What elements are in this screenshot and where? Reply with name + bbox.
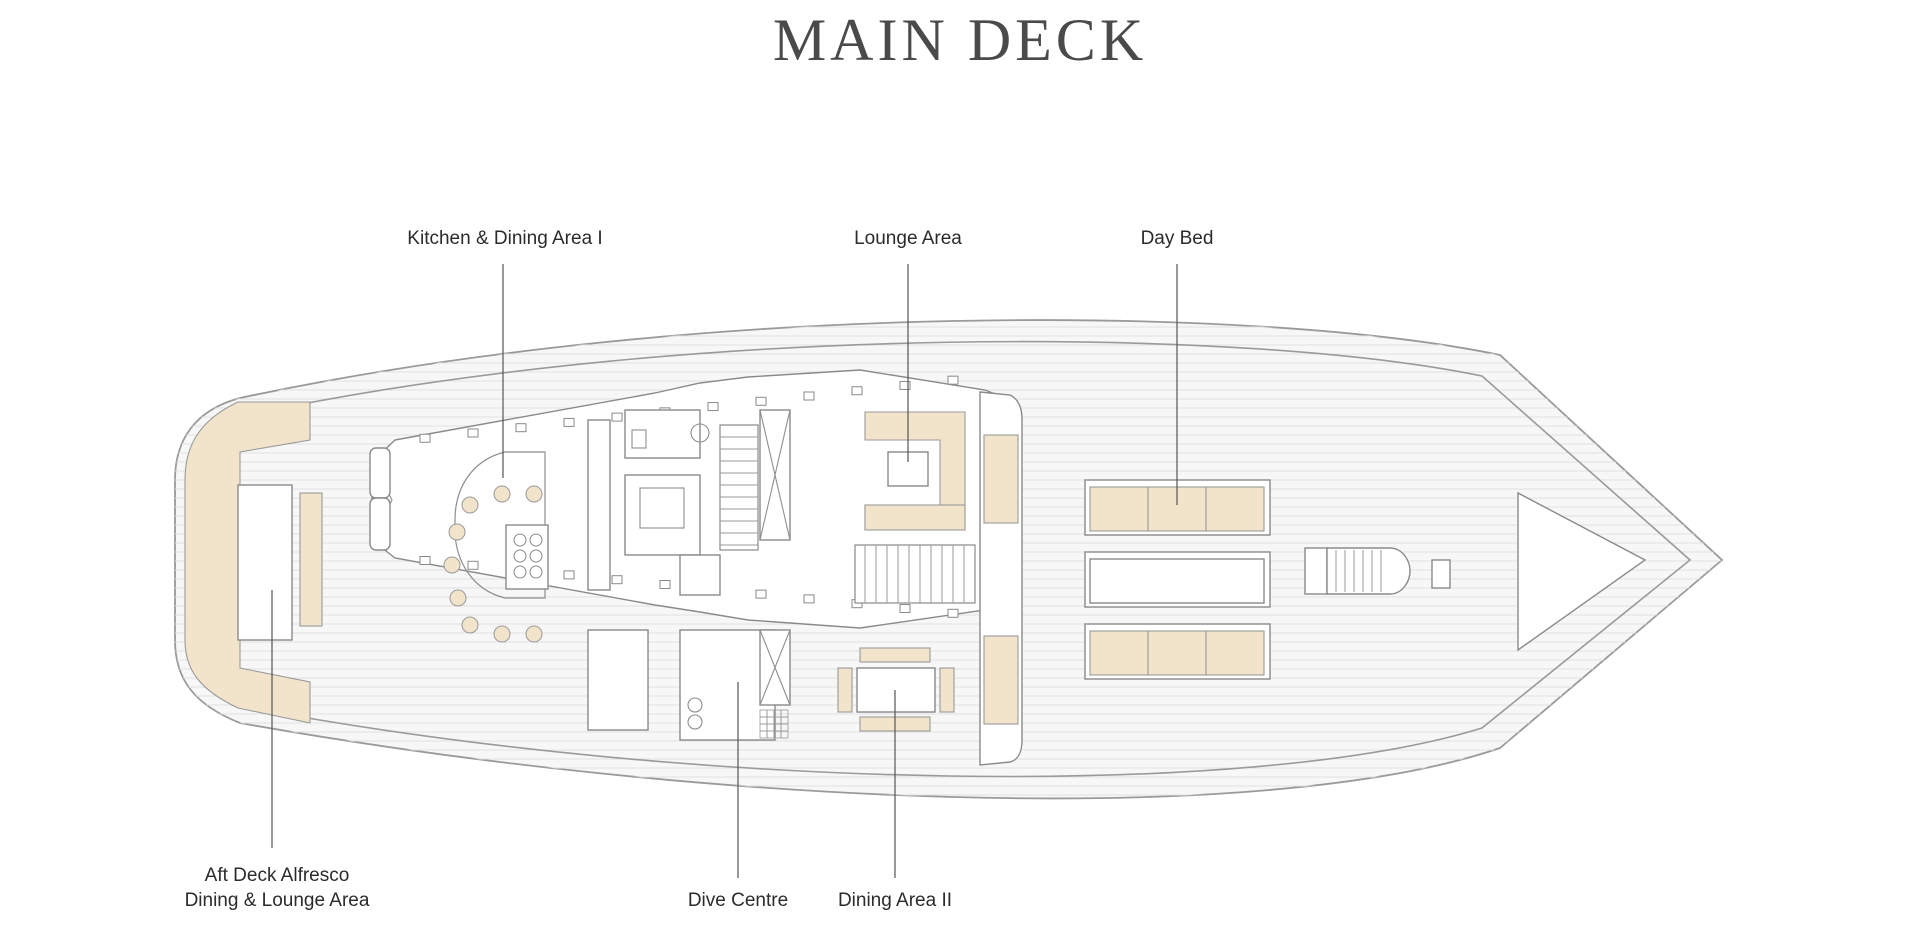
aft-bench <box>299 492 323 627</box>
aft-curved-sofa <box>184 401 311 724</box>
storage-grid <box>759 709 789 739</box>
label-aft-deck-line1: Aft Deck Alfresco <box>204 865 350 886</box>
label-aft-deck-line2: Dining & Lounge Area <box>184 890 370 911</box>
dive-centre-room <box>679 629 776 741</box>
label-lounge: Lounge Area <box>854 228 962 249</box>
kitchen-stools <box>443 485 543 643</box>
foredeck-hatch <box>1304 547 1451 595</box>
stairs-forward <box>719 424 759 551</box>
bow-hatch <box>1517 491 1647 652</box>
page-title: MAIN DECK <box>772 7 1148 73</box>
aft-table <box>237 484 293 641</box>
kitchen-dining-area-1 <box>443 451 549 643</box>
interior-rooms <box>587 409 791 741</box>
label-day-bed: Day Bed <box>1140 228 1214 249</box>
day-beds <box>1084 479 1271 680</box>
dining-area-2 <box>837 647 955 732</box>
label-dining-area-2: Dining Area II <box>837 890 953 911</box>
main-staircase <box>854 544 976 604</box>
forward-cushion-starboard <box>983 635 1019 725</box>
label-kitchen-dining: Kitchen & Dining Area I <box>407 228 603 249</box>
label-dive-centre: Dive Centre <box>687 890 789 911</box>
lounge-area <box>864 411 966 531</box>
forward-cushion-port <box>983 434 1019 524</box>
label-aft-deck: Aft Deck Alfresco Dining & Lounge Area <box>152 863 402 913</box>
cooktop <box>513 533 543 579</box>
window-marks-port <box>419 375 959 443</box>
